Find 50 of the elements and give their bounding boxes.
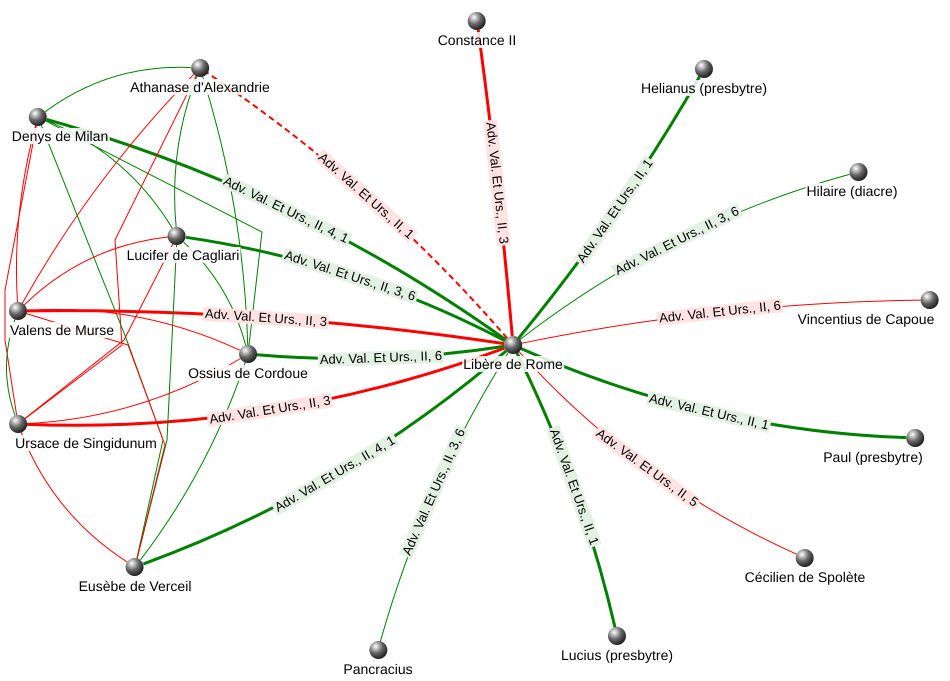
connector-line: [174, 76, 198, 228]
connector-line: [26, 308, 240, 351]
edge-label: Adv. Val. Et Urs., II, 3: [202, 306, 330, 329]
connector-line: [40, 124, 164, 559]
node-label: Lucius (presbytre): [560, 647, 674, 663]
connector-line: [44, 66, 192, 112]
node-label: Ossius de Cordoue: [187, 365, 309, 381]
node-label: Paul (presbytre): [822, 449, 924, 465]
node-label: Vincentius de Capoue: [796, 311, 936, 327]
node-label: Helianus (presbytre): [640, 80, 768, 96]
edge-label: Adv. Val. Et Urs., II, 3, 6: [399, 425, 469, 560]
connector-line: [4, 125, 37, 416]
node-label: Denys de Milan: [10, 128, 110, 144]
node-label: Cécilien de Spolète: [744, 569, 866, 585]
graph-node: [187, 345, 309, 381]
node-label: Libère de Rome: [462, 356, 564, 372]
node-label: Pancracius: [342, 661, 414, 677]
graph-node: [129, 59, 271, 95]
graph-node: [462, 336, 564, 372]
node-label: Valens de Murse: [9, 322, 115, 338]
node-label: Lucifer de Cagliari: [126, 247, 240, 263]
connector-line: [24, 236, 169, 306]
connector-line: [20, 432, 128, 563]
graph-node: [805, 163, 899, 199]
edge-label: Adv. Val. Et Urs., II, 4, 1: [270, 432, 399, 516]
graph-node: [822, 429, 924, 465]
graph-node: [436, 12, 518, 48]
node-label: Ursace de Singidunum: [14, 435, 158, 451]
edge-label: Adv. Val. Et Urs., II, 6: [656, 298, 784, 326]
edge-label: Adv. Val. Et Urs., II, 3: [206, 393, 334, 427]
connector-line: [16, 125, 36, 303]
edge-label: Adv. Val. Et Urs., II, 3, 6: [280, 247, 419, 304]
graph-node: [560, 627, 674, 663]
graph-node: [342, 641, 414, 677]
graph-node: [9, 302, 115, 338]
edge-label: Adv. Val. Et Urs., II, 6: [317, 348, 444, 368]
connector-line: [24, 244, 174, 419]
graph-node: [126, 227, 240, 263]
connector-line: [22, 74, 194, 304]
edge-label: Adv. Val. Et Urs., II, 3: [483, 119, 512, 246]
graph-node: [10, 108, 110, 144]
connector-line: [46, 120, 263, 346]
node-label: Constance II: [436, 32, 518, 48]
node-label: Eusèbe de Verceil: [78, 578, 192, 594]
graph-node: [744, 549, 866, 585]
graph-node: [640, 60, 768, 96]
node-label: Hilaire (diacre): [805, 183, 899, 199]
graph-node: [78, 558, 192, 594]
node-label: Athanase d'Alexandrie: [129, 79, 271, 95]
connector-line: [24, 76, 197, 420]
